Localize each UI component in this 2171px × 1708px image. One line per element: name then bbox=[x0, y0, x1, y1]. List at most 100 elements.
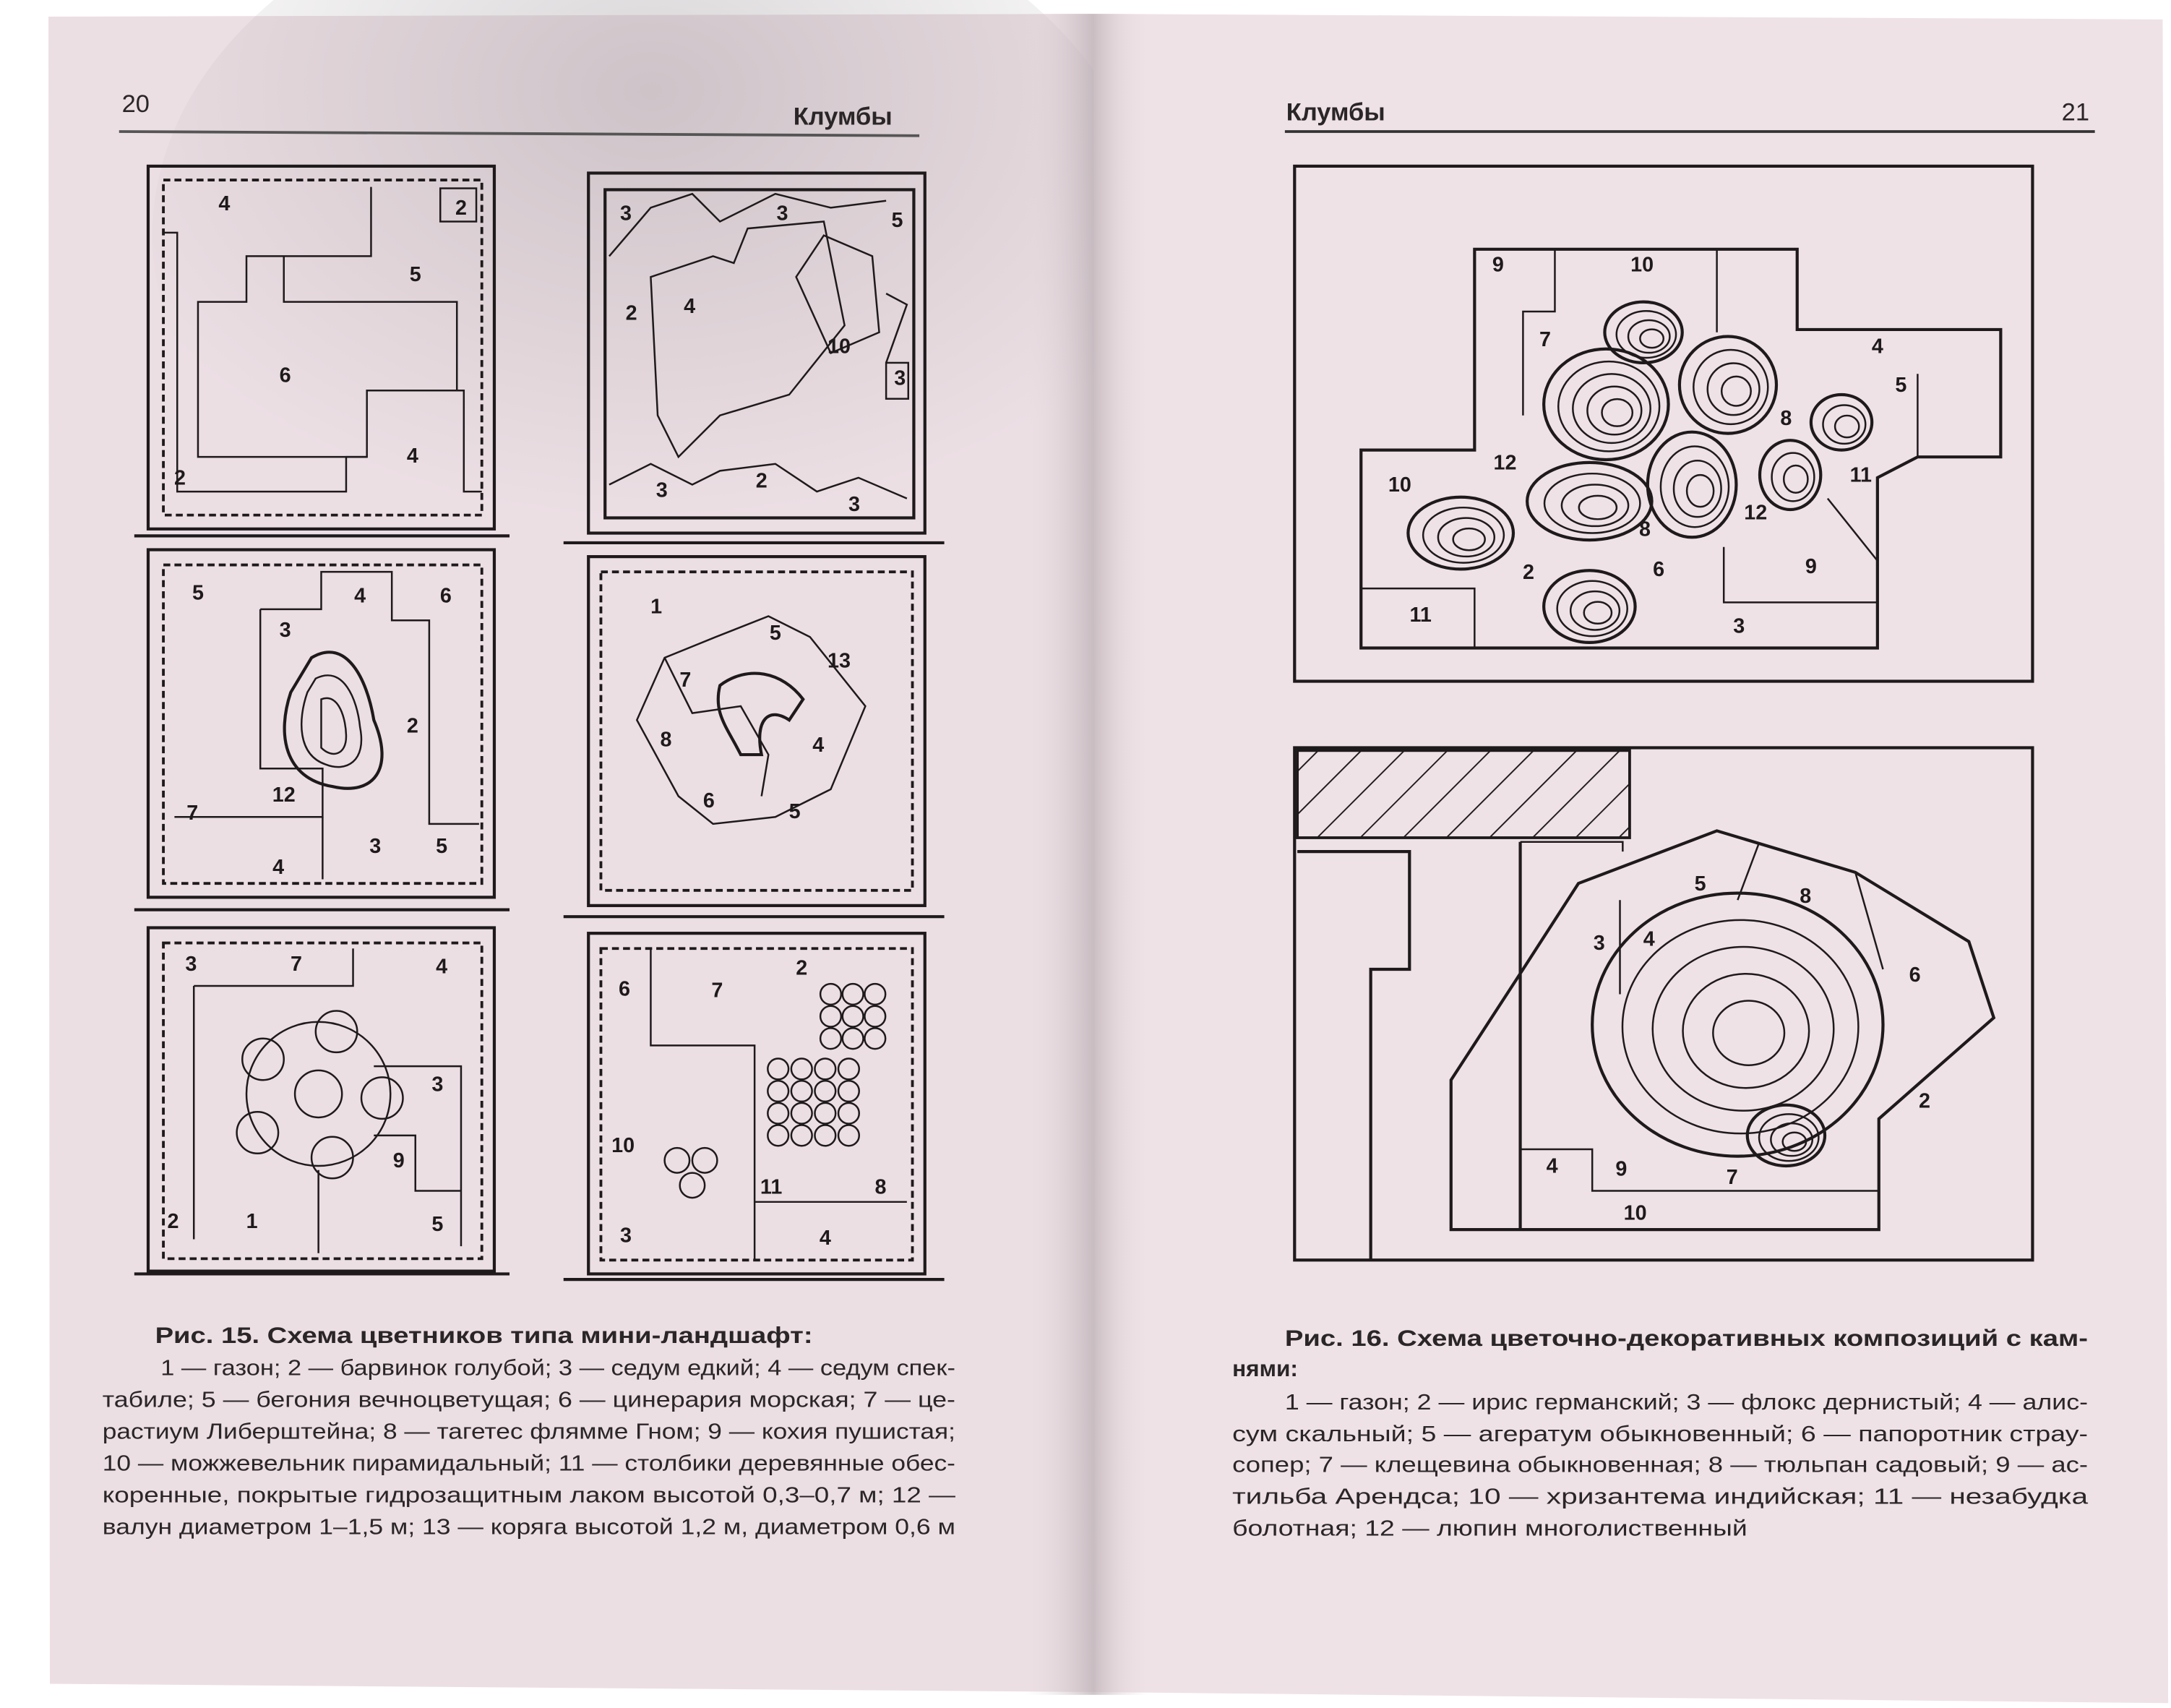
stone-contour bbox=[1542, 347, 1670, 462]
page-number-left: 20 bbox=[122, 90, 150, 118]
stone-contour bbox=[1586, 385, 1643, 436]
book-gutter bbox=[1024, 14, 1150, 1695]
diagram-label: 13 bbox=[827, 649, 851, 672]
stone-contour bbox=[1693, 348, 1769, 426]
diagram-label: 7 bbox=[291, 953, 302, 976]
diagram-label: 3 bbox=[894, 367, 906, 390]
diagram-label: 6 bbox=[1653, 558, 1664, 581]
stone-contour bbox=[1770, 1122, 1814, 1157]
diagram-label: 4 bbox=[1547, 1155, 1558, 1178]
page-number-right: 21 bbox=[2062, 99, 2089, 126]
stone-contour bbox=[1557, 360, 1661, 452]
diagram-label: 8 bbox=[874, 1175, 886, 1198]
stone-contour bbox=[1745, 1103, 1827, 1168]
figure-16-top-diagram bbox=[1293, 164, 2034, 683]
figure-15-title: Рис. 15. Схема цветников типа мини-ландш… bbox=[155, 1322, 813, 1348]
stone-contour bbox=[1543, 472, 1641, 534]
diagram-label: 2 bbox=[1919, 1090, 1930, 1113]
stone-contour bbox=[1422, 506, 1505, 564]
stone-contour bbox=[1672, 460, 1722, 518]
diagram-label: 3 bbox=[656, 479, 668, 502]
stone-contour bbox=[1542, 569, 1637, 644]
stone-contour bbox=[1615, 310, 1677, 359]
wall-hatching bbox=[1296, 749, 1631, 839]
header-rule-left bbox=[119, 130, 920, 137]
stone-contour bbox=[1712, 1000, 1786, 1066]
diagram-label: 8 bbox=[661, 729, 672, 752]
diagram-label: 10 bbox=[827, 335, 851, 359]
stone-contour bbox=[1706, 362, 1761, 416]
diagram-label: 2 bbox=[796, 957, 807, 980]
stone-contour bbox=[1758, 1113, 1820, 1162]
stone-contour bbox=[1572, 373, 1651, 445]
diagram-label: 4 bbox=[812, 734, 824, 757]
diagram-label: 12 bbox=[1494, 451, 1517, 474]
diagram-label: 1 bbox=[650, 596, 662, 619]
stone-contour bbox=[1833, 414, 1860, 439]
diagram-label: 3 bbox=[1733, 614, 1745, 638]
diagram-label: 3 bbox=[1594, 932, 1605, 955]
caption-line: тильба Арендса; 10 — хризантема индийска… bbox=[1232, 1484, 2089, 1509]
diagram-label: 8 bbox=[1639, 518, 1651, 541]
diagram-label: 7 bbox=[186, 802, 198, 825]
stone-contour bbox=[1771, 452, 1815, 502]
running-head-left: Клумбы bbox=[794, 103, 893, 130]
caption-line: сопер; 7 — клещевина обыкновенная; 8 — т… bbox=[1232, 1452, 2088, 1477]
stone-contour bbox=[1452, 527, 1486, 552]
diagram-label: 12 bbox=[1744, 501, 1767, 524]
caption-line: 1 — газон; 2 — ирис германский; 3 — флок… bbox=[1285, 1390, 2088, 1415]
stone-contour bbox=[1659, 445, 1730, 528]
diagram-label: 3 bbox=[280, 619, 291, 642]
stone-contour bbox=[1677, 335, 1779, 435]
diagram-label: 3 bbox=[776, 202, 788, 226]
diagram-label: 11 bbox=[1850, 464, 1872, 487]
diagram-label: 7 bbox=[1727, 1166, 1738, 1189]
diagram-label: 8 bbox=[1800, 885, 1811, 908]
diagram-label: 9 bbox=[1615, 1157, 1627, 1180]
stone-contour bbox=[1560, 484, 1630, 528]
diagram-label: 10 bbox=[1630, 253, 1654, 276]
diagram-label: 3 bbox=[620, 202, 632, 226]
stone-contour bbox=[1556, 580, 1628, 638]
diagram-label: 5 bbox=[192, 581, 204, 604]
diagram-label: 7 bbox=[679, 669, 691, 692]
stone-contour bbox=[1809, 392, 1874, 452]
diagram-label: 7 bbox=[1539, 328, 1551, 351]
diagram-label: 6 bbox=[703, 789, 715, 812]
diagram-label: 11 bbox=[760, 1175, 782, 1198]
diagram-label: 4 bbox=[684, 295, 695, 318]
diagram-label: 6 bbox=[1909, 964, 1921, 987]
caption-line: коренные, покрытые гидрозащитным лаком в… bbox=[103, 1483, 956, 1508]
diagram-label: 5 bbox=[410, 263, 421, 286]
running-head-right: Клумбы bbox=[1286, 99, 1385, 126]
caption-line: сум скальный; 5 — агератум обыкновенный;… bbox=[1232, 1422, 2088, 1446]
stone-contour bbox=[1822, 404, 1867, 445]
figure-16-bottom-diagram bbox=[1293, 746, 2034, 1262]
stone-contour bbox=[1578, 494, 1618, 520]
diagram-label: 6 bbox=[280, 364, 291, 387]
diagram-label: 4 bbox=[354, 584, 366, 607]
diagram-label: 5 bbox=[789, 800, 801, 823]
diagram-label: 3 bbox=[185, 953, 197, 976]
stone-contour bbox=[1569, 590, 1621, 631]
stone-contour bbox=[1781, 1131, 1807, 1152]
diagram-15-3 bbox=[146, 548, 496, 899]
diagram-label: 3 bbox=[431, 1073, 443, 1097]
stone-contour bbox=[1682, 973, 1810, 1089]
diagram-label: 2 bbox=[756, 469, 768, 492]
diagram-label: 2 bbox=[167, 1210, 179, 1233]
diagram-label: 5 bbox=[1695, 872, 1706, 896]
stone-contour bbox=[1782, 464, 1809, 494]
diagram-label: 9 bbox=[1492, 253, 1504, 276]
caption-line: табиле; 5 — бегония вечноцветущая; 6 — ц… bbox=[103, 1387, 955, 1412]
diagram-label: 3 bbox=[848, 493, 860, 516]
diagram-15-5 bbox=[146, 926, 496, 1273]
diagram-label: 2 bbox=[626, 302, 637, 325]
stone-contour bbox=[1621, 919, 1860, 1135]
diagram-label: 6 bbox=[440, 584, 452, 607]
caption-line: 1 — газон; 2 — барвинок голубой; 3 — сед… bbox=[160, 1355, 955, 1380]
diagram-label: 2 bbox=[455, 197, 467, 220]
